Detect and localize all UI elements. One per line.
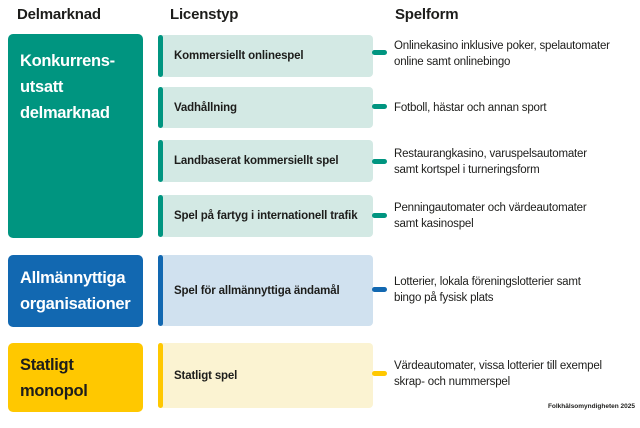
market-block-label-line: organisationer [20, 295, 131, 313]
license-box-commercial-online: Kommersiellt onlinespel [158, 35, 373, 77]
license-box-accent-stripe [158, 343, 163, 408]
market-block-label-line: Statligt [20, 355, 74, 374]
description-line: samt kortspel i turneringsform [394, 164, 540, 176]
license-box-accent-stripe [158, 87, 163, 128]
market-block-label-line: Allmännyttiga [20, 269, 126, 287]
column-header-submarket: Delmarknad [17, 6, 101, 23]
license-box-ships-international: Spel på fartyg i internationell trafik [158, 195, 373, 237]
market-block-monopoly: Statligt monopol [8, 343, 143, 412]
market-block-competitive: Konkurrens- utsatt delmarknad [8, 34, 143, 238]
description-line: Fotboll, hästar och annan sport [394, 102, 547, 114]
license-box-accent-stripe [158, 35, 163, 77]
connector-dash-icon [372, 287, 387, 292]
connector-dash-icon [372, 371, 387, 376]
description-line: online samt onlinebingo [394, 56, 511, 68]
license-label: Vadhållning [174, 101, 237, 114]
market-block-label-line: utsatt [20, 78, 64, 96]
market-block-label-line: monopol [20, 381, 88, 400]
description-line: Penningautomater och värdeautomater [394, 202, 587, 214]
license-box-accent-stripe [158, 140, 163, 182]
license-label: Spel på fartyg i internationell trafik [174, 210, 358, 222]
game-form-description: Lotterier, lokala föreningslotterier sam… [394, 274, 638, 306]
game-form-description: Onlinekasino inklusive poker, spelautoma… [394, 38, 638, 70]
license-label: Statligt spel [174, 369, 238, 382]
column-header-game-form: Spelform [395, 6, 459, 23]
license-box-betting: Vadhållning [158, 87, 373, 128]
description-line: Lotterier, lokala föreningslotterier sam… [394, 276, 581, 288]
connector-dash-icon [372, 159, 387, 164]
license-label: Kommersiellt onlinespel [174, 50, 304, 62]
description-line: skrap- och nummerspel [394, 376, 510, 388]
game-form-description: Penningautomater och värdeautomater samt… [394, 200, 638, 232]
license-box-landbased-commercial: Landbaserat kommersiellt spel [158, 140, 373, 182]
connector-dash-icon [372, 104, 387, 109]
connector-dash-icon [372, 50, 387, 55]
connector-dash-icon [372, 213, 387, 218]
license-box-state-games: Statligt spel [158, 343, 373, 408]
market-block-label-line: Konkurrens- [20, 52, 115, 70]
game-form-description: Restaurangkasino, varuspelsautomater sam… [394, 146, 638, 178]
license-box-accent-stripe [158, 195, 163, 237]
game-form-description: Fotboll, hästar och annan sport [394, 100, 638, 116]
market-block-nonprofit: Allmännyttiga organisationer [8, 255, 143, 327]
license-label: Spel för allmännyttiga ändamål [174, 284, 340, 297]
game-form-description: Värdeautomater, vissa lotterier till exe… [394, 358, 638, 390]
market-block-label-line: delmarknad [20, 104, 110, 122]
column-header-license-type: Licenstyp [170, 6, 239, 23]
description-line: samt kasinospel [394, 218, 474, 230]
license-box-accent-stripe [158, 255, 163, 326]
description-line: Värdeautomater, vissa lotterier till exe… [394, 360, 602, 372]
license-box-nonprofit-purposes: Spel för allmännyttiga ändamål [158, 255, 373, 326]
description-line: bingo på fysisk plats [394, 292, 494, 304]
description-line: Onlinekasino inklusive poker, spelautoma… [394, 40, 610, 52]
license-label: Landbaserat kommersiellt spel [174, 155, 339, 167]
source-credit: Folkhälsomyndigheten 2025 [547, 403, 635, 410]
description-line: Restaurangkasino, varuspelsautomater [394, 148, 587, 160]
